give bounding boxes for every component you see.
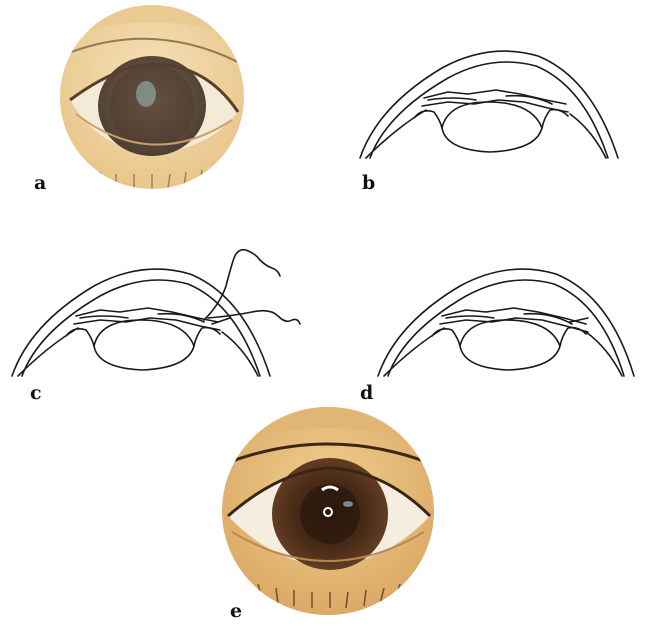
panel-a-eye-photo: [56, 2, 248, 192]
eye-photo-after: [218, 404, 438, 618]
panel-label-b: b: [362, 174, 375, 193]
anterior-segment-suture-drawing: [8, 246, 308, 382]
panel-label-c: c: [30, 384, 42, 403]
panel-label-e: e: [230, 602, 242, 621]
anterior-segment-drawing: [356, 44, 622, 164]
panel-b-diagram: [356, 44, 622, 164]
panel-e-eye-photo: [218, 404, 438, 618]
panel-c-diagram: [8, 246, 308, 382]
panel-d-diagram: [374, 262, 638, 380]
panel-label-a: a: [34, 174, 46, 193]
anterior-segment-repositioned-drawing: [374, 262, 638, 380]
panel-label-d: d: [360, 384, 373, 403]
eye-photo-before: [56, 2, 248, 192]
